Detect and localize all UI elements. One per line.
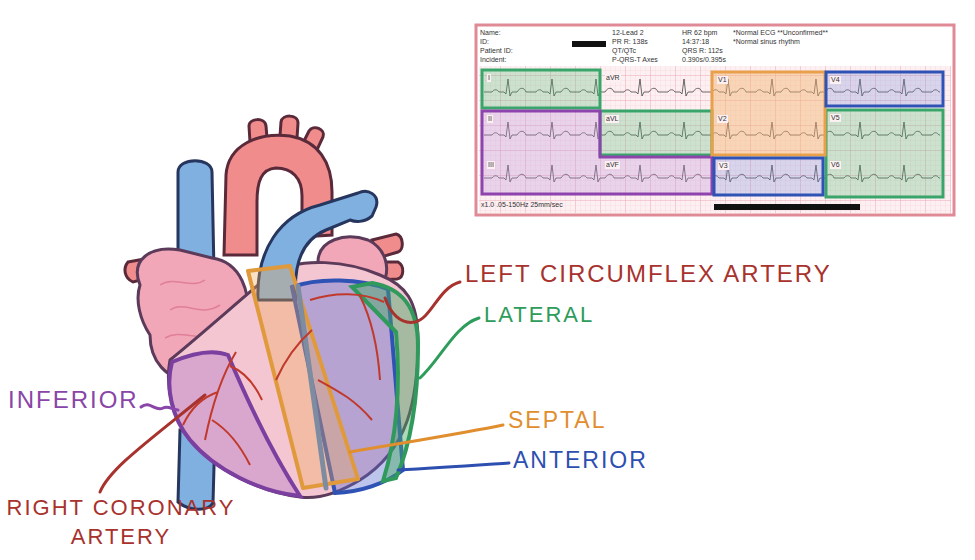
lead-name: V4 bbox=[830, 76, 841, 84]
lateral-lead-box bbox=[826, 110, 943, 197]
coronary-branches bbox=[276, 294, 384, 420]
lead-name: V5 bbox=[830, 114, 841, 122]
septal-region bbox=[248, 266, 358, 488]
lead-name: I bbox=[487, 74, 491, 82]
ventricles bbox=[168, 262, 418, 497]
ecg-interpretation: *Normal ECG **Unconfirmed** bbox=[733, 29, 828, 37]
lead-name: V2 bbox=[717, 115, 728, 123]
ecg-paper bbox=[479, 66, 951, 213]
lead-name: V3 bbox=[718, 162, 729, 170]
ecg-field: Patient ID: bbox=[480, 47, 513, 55]
ecg-field: QT/QTc bbox=[612, 47, 636, 55]
lead-name: V6 bbox=[830, 161, 841, 169]
ecg-settings: x1.0 .05-150Hz 25mm/sec bbox=[481, 201, 563, 209]
lateral-lead-box bbox=[600, 111, 712, 155]
ecg-field: PR R: 138s bbox=[612, 38, 648, 46]
redaction-bar bbox=[572, 41, 606, 47]
lead-name: aVL bbox=[605, 115, 619, 123]
lead-name: V1 bbox=[717, 76, 728, 84]
ecg-panel bbox=[476, 25, 954, 215]
ecg-field: 14:37:18 bbox=[682, 38, 709, 46]
artery-label: RIGHT CORONARY ARTERY bbox=[2, 494, 240, 551]
leader-line bbox=[385, 282, 460, 322]
leader-line bbox=[141, 405, 178, 410]
region-label: LATERAL bbox=[484, 303, 594, 327]
ecg-field: 12-Lead 2 bbox=[612, 29, 644, 37]
lead-name: aVR bbox=[605, 74, 621, 82]
ecg-grid bbox=[479, 66, 951, 213]
ecg-field: QRS R: 112s bbox=[682, 47, 723, 55]
anterior-descending-artery bbox=[298, 286, 326, 488]
inferior-lead-box bbox=[482, 111, 712, 194]
lead-name: aVF bbox=[605, 161, 620, 169]
leader-line bbox=[398, 463, 509, 470]
anterior-lead-box bbox=[826, 72, 943, 106]
right-coronary-artery bbox=[183, 352, 262, 465]
leader-line bbox=[350, 425, 503, 452]
leader-line bbox=[420, 318, 479, 378]
anterior-lead-box bbox=[714, 158, 823, 195]
ecg-field: 0.390s/0.395s bbox=[682, 56, 726, 64]
lead-name: II bbox=[487, 115, 493, 123]
ecg-field: HR 62 bpm bbox=[682, 29, 717, 37]
ecg-field: ID: bbox=[480, 38, 489, 46]
ecg-field: Name: bbox=[480, 29, 501, 37]
region-label: SEPTAL bbox=[508, 408, 607, 433]
region-label: INFERIOR bbox=[8, 387, 139, 413]
artery-label: LEFT CIRCUMFLEX ARTERY bbox=[465, 261, 832, 287]
septal-lead-box bbox=[712, 72, 825, 155]
lateral-lead-box bbox=[482, 70, 600, 108]
lead-name: III bbox=[487, 161, 495, 169]
region-label: ANTERIOR bbox=[513, 448, 648, 473]
ecg-field: P-QRS-T Axes bbox=[612, 56, 658, 64]
ecg-interpretation: *Normal sinus rhythm bbox=[733, 38, 800, 46]
ecg-field: Incident: bbox=[480, 56, 506, 64]
redaction-bar bbox=[714, 204, 860, 210]
